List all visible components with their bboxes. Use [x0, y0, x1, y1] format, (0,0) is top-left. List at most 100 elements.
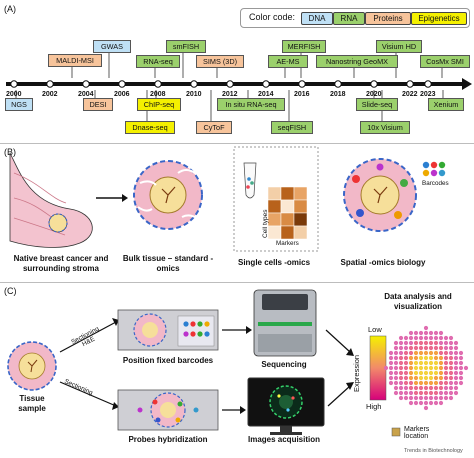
expression-spot: [403, 360, 409, 366]
tl-aems: AE-MS: [268, 55, 308, 68]
expression-spot: [433, 395, 439, 401]
expression-spot: [408, 370, 414, 376]
expression-spot: [433, 370, 439, 376]
expression-spot: [408, 345, 414, 351]
tl-ngs: NGS: [5, 98, 33, 111]
images-caption: Images acquisition: [247, 435, 321, 444]
expression-spot: [403, 350, 409, 356]
expression-spot: [428, 385, 434, 391]
expression-spot: [428, 345, 434, 351]
expression-spot: [453, 375, 459, 381]
expression-spot: [458, 370, 464, 376]
expression-spot: [433, 375, 439, 381]
expression-spot: [418, 375, 424, 381]
expression-spot: [398, 360, 404, 366]
expression-spot: [408, 340, 414, 346]
expression-spot: [433, 350, 439, 356]
single-cell-panel: [233, 146, 319, 252]
expression-spot: [408, 375, 414, 381]
expression-spot: [388, 360, 394, 366]
timeline-axis: [6, 51, 472, 121]
expression-spot: [393, 365, 399, 371]
expression-spot: [428, 375, 434, 381]
heatmap-cell: [293, 212, 308, 227]
markers-location-label: Markers location: [404, 426, 430, 440]
expression-spot: [403, 395, 409, 401]
expression-spot: [438, 395, 444, 401]
expression-spot: [413, 340, 419, 346]
heatmap-cell: [293, 199, 308, 214]
expression-spot: [403, 335, 409, 341]
tl-cosmx: CosMx SMI: [420, 55, 470, 68]
expression-spot: [408, 390, 414, 396]
markers-label: Markers: [276, 240, 299, 247]
expression-spot: [453, 340, 459, 346]
expression-spot: [423, 395, 429, 401]
spatial-caption: Spatial -omics biology: [340, 258, 426, 267]
expression-spot: [418, 330, 424, 336]
expression-spot: [443, 340, 449, 346]
expression-spot: [418, 385, 424, 391]
expression-spot: [438, 380, 444, 386]
panel-b-label: (B): [4, 147, 16, 157]
expression-spot: [443, 335, 449, 341]
expression-spot: [403, 380, 409, 386]
barcode-dot: [183, 321, 189, 327]
heatmap-cell: [293, 225, 308, 240]
expression-spot: [398, 375, 404, 381]
expression-spot: [408, 335, 414, 341]
expression-spot: [423, 390, 429, 396]
year-label: 2018: [330, 91, 346, 98]
expression-spot: [423, 380, 429, 386]
expression-spot: [413, 335, 419, 341]
tl-merfish: MERFISH: [282, 40, 326, 53]
legend-dna: DNA: [301, 12, 333, 25]
expression-spot: [398, 355, 404, 361]
expression-spot: [398, 380, 404, 386]
analysis-caption: Data analysis and visualization: [384, 292, 452, 311]
expression-spot: [413, 390, 419, 396]
single-cell-caption: Single cells -omics: [237, 258, 311, 267]
year-label: 2008: [150, 91, 166, 98]
tl-insitu: In situ RNA-seq: [217, 98, 285, 111]
expression-spot: [393, 380, 399, 386]
barcode-dot: [190, 331, 196, 337]
expression-spot: [383, 365, 389, 371]
expression-dot-map: [383, 325, 469, 411]
expression-spot: [413, 365, 419, 371]
probe-slide: [117, 389, 219, 431]
tl-geomx: Nanostring GeoMX: [316, 55, 398, 68]
expression-spot: [463, 365, 469, 371]
expression-spot: [448, 345, 454, 351]
expression-spot: [413, 400, 419, 406]
expression-spot: [418, 395, 424, 401]
expression-spot: [453, 390, 459, 396]
expression-spot: [448, 360, 454, 366]
expression-spot: [438, 330, 444, 336]
expression-spot: [438, 370, 444, 376]
tl-gwas: GWAS: [93, 40, 131, 53]
image-monitor: [247, 377, 325, 435]
year-label: 2020: [366, 91, 382, 98]
expression-spot: [448, 370, 454, 376]
tl-visiumhd: Visium HD: [376, 40, 422, 53]
expression-spot: [458, 360, 464, 366]
expression-spot: [398, 340, 404, 346]
expression-spot: [408, 380, 414, 386]
panel-c-art: [7, 289, 469, 437]
low-label: Low: [368, 325, 382, 334]
expression-spot: [443, 365, 449, 371]
expression-spot: [398, 335, 404, 341]
expression-spot: [423, 345, 429, 351]
timeline-tick: [424, 80, 432, 88]
timeline-tick: [406, 80, 414, 88]
bulk-caption: Bulk tissue – standard -omics: [122, 254, 214, 273]
timeline-tick: [46, 80, 54, 88]
expression-spot: [418, 390, 424, 396]
expression-spot: [403, 385, 409, 391]
sequencer-machine: [253, 289, 317, 357]
expression-spot: [423, 350, 429, 356]
expression-spot: [458, 380, 464, 386]
timeline-tick: [226, 80, 234, 88]
markers-location-swatch: [391, 427, 401, 437]
